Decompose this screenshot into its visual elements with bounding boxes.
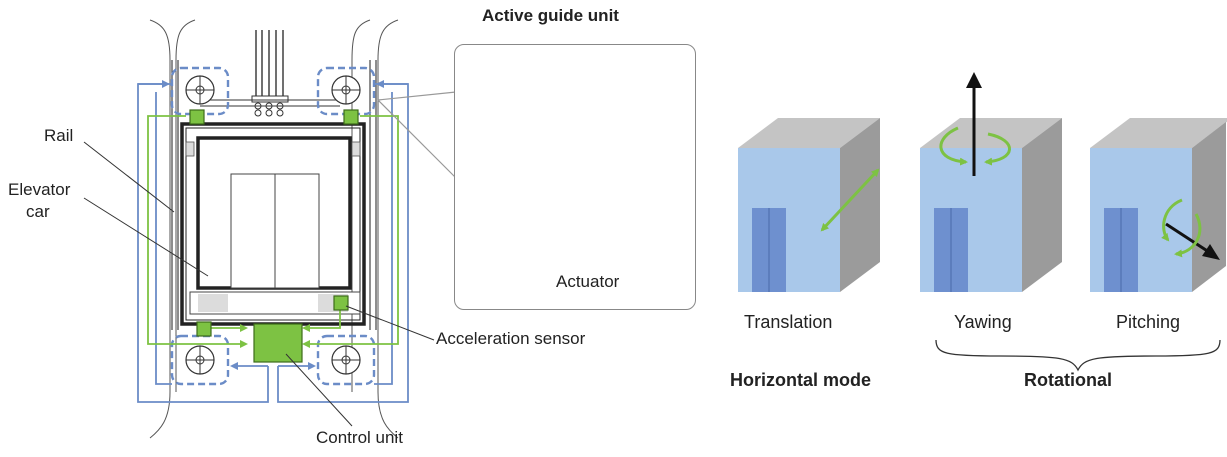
guide-unit-top-left — [170, 66, 230, 116]
elevator-car — [185, 136, 361, 315]
label-elevator-car-line2: car — [26, 202, 50, 221]
actuator-wiring — [137, 80, 409, 403]
acceleration-sensor — [189, 109, 359, 337]
rope-hitch — [200, 95, 340, 117]
label-acceleration-sensor: Acceleration sensor — [436, 329, 586, 348]
label-elevator-car-line1: Elevator — [8, 180, 71, 199]
guide-unit-bottom-left — [170, 334, 230, 386]
label-yawing: Yawing — [954, 312, 1012, 332]
active-guide-unit-inset — [454, 44, 696, 310]
hoist-ropes — [255, 30, 284, 96]
elevator-shaft — [149, 19, 399, 439]
rail-left — [171, 60, 179, 330]
guide-unit-top-right — [316, 66, 376, 116]
control-unit — [253, 323, 303, 363]
label-control-unit: Control unit — [316, 428, 403, 447]
sensor-wiring — [147, 115, 399, 348]
label-pitching: Pitching — [1116, 312, 1181, 332]
inset-callout — [377, 91, 457, 179]
rotational-brace — [935, 339, 1221, 372]
rail-right — [369, 60, 377, 330]
guide-unit-bottom-right — [316, 334, 376, 386]
label-actuator: Actuator — [556, 272, 620, 291]
pitching-box — [1090, 118, 1227, 292]
label-rotational: Rotational — [1024, 370, 1112, 390]
leader-lines — [83, 141, 435, 427]
heading-active-guide-unit: Active guide unit — [482, 6, 619, 25]
label-rail: Rail — [44, 126, 74, 145]
label-horizontal-mode: Horizontal mode — [730, 370, 872, 390]
label-translation: Translation — [744, 312, 833, 332]
translation-box — [738, 118, 880, 292]
yawing-box — [920, 72, 1062, 292]
